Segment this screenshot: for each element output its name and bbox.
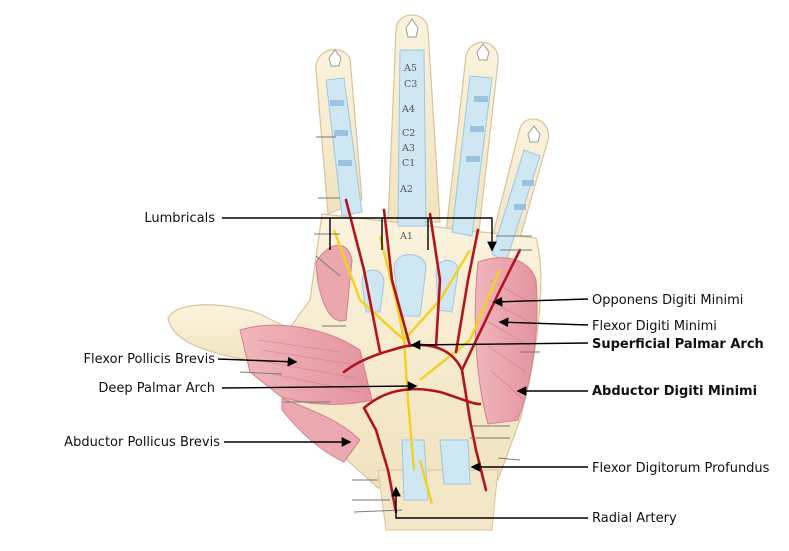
pulley-label: A2 [399,184,413,195]
label-radial-artery: Radial Artery [592,511,677,526]
pulley-label: C3 [404,79,417,90]
hypothenar-muscles [474,257,538,425]
fingertip-bones [328,18,541,143]
label-flexor-pollicis-brevis: Flexor Pollicis Brevis [84,352,216,367]
pulley-labels: A5 C3 A4 C2 A3 C1 A2 A1 [399,63,417,242]
thenar-muscles [239,244,373,463]
label-deep-palmar-arch: Deep Palmar Arch [98,381,215,396]
leader-flexor-digiti-minimi [498,317,589,328]
leader-radial-artery [391,486,588,519]
label-flexor-digitorum-profundus: Flexor Digitorum Profundus [592,461,770,476]
palm-tendons [361,254,471,501]
pulley-label: A3 [401,143,415,154]
label-abductor-digiti-minimi: Abductor Digiti Minimi [592,384,757,399]
pulley-label: A5 [403,63,417,74]
anatomy-labels: Lumbricals Flexor Pollicis Brevis Deep P… [64,211,769,526]
leader-lumbricals [222,217,497,252]
leader-flexor-pollicis-brevis [217,356,298,367]
pointer-ticks [239,136,540,513]
label-lumbricals: Lumbricals [144,211,215,226]
label-superficial-palmar-arch: Superficial Palmar Arch [592,337,764,352]
label-opponens-digiti-minimi: Opponens Digiti Minimi [592,293,743,308]
leader-deep-palmar-arch [221,381,418,391]
leader-opponens-digiti-minimi [492,296,589,307]
pulley-label: A1 [399,231,413,242]
pulley-label: C2 [402,128,415,139]
leader-superficial-palmar-arch [410,340,589,350]
pulley-bands [330,96,534,210]
pulley-label: A4 [401,104,415,115]
label-flexor-digiti-minimi: Flexor Digiti Minimi [592,319,717,334]
pulley-label: C1 [402,158,415,169]
label-abductor-pollicus-brevis: Abductor Pollicus Brevis [64,435,220,450]
leader-lines [217,217,589,519]
